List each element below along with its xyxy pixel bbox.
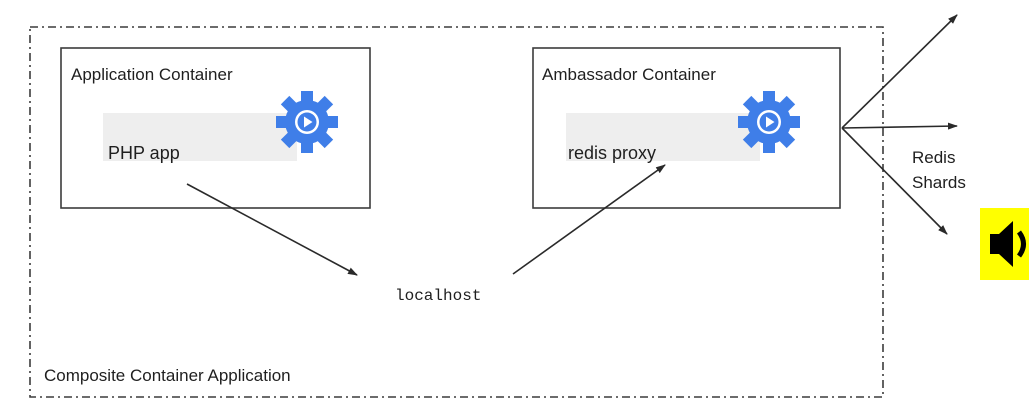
audio-speaker-button[interactable]	[980, 208, 1029, 280]
composite-application-boundary	[29, 26, 884, 398]
ambassador-container: Ambassador Container redis proxy	[532, 47, 841, 209]
php-app-label: PHP app	[108, 143, 180, 163]
php-app-to-localhost-arrow	[186, 183, 358, 276]
composite-application-label: Composite Container Application	[44, 366, 291, 385]
shard-arrow-lower	[841, 127, 948, 235]
speaker-icon	[990, 221, 1026, 267]
php-app-process-box	[103, 113, 297, 161]
gear-play-icon	[276, 91, 338, 153]
redis-shards-label-line2: Shards	[912, 173, 966, 192]
shard-arrow-upper	[841, 14, 958, 129]
redis-shards-label-line1: Redis	[912, 148, 955, 167]
localhost-to-redis-proxy-arrow	[512, 164, 666, 275]
application-container: Application Container PHP app	[60, 47, 371, 209]
redis-proxy-label: redis proxy	[568, 143, 656, 163]
gear-play-icon	[738, 91, 800, 153]
application-container-title: Application Container	[71, 65, 233, 84]
localhost-label: localhost	[395, 287, 481, 305]
redis-proxy-process-box	[566, 113, 760, 161]
shard-arrow-middle	[841, 122, 958, 130]
ambassador-container-title: Ambassador Container	[542, 65, 716, 84]
